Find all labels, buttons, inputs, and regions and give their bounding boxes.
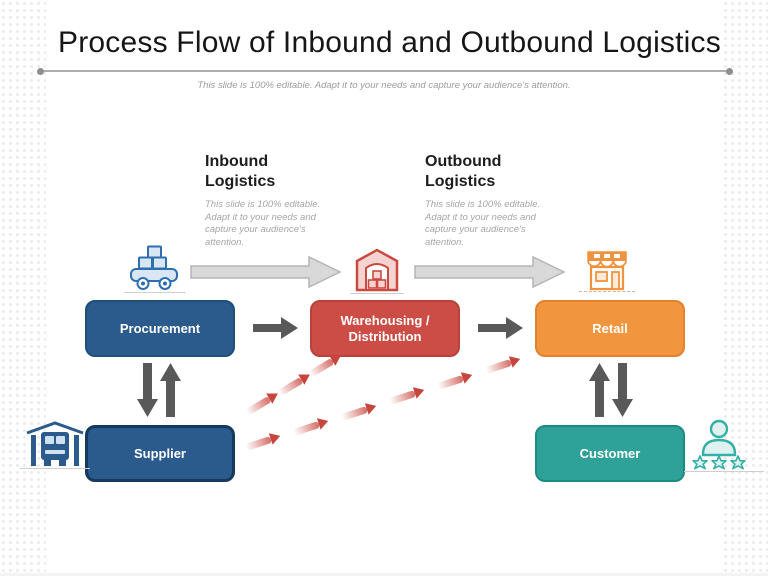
inbound-flow-arrow bbox=[190, 255, 342, 289]
page-title: Process Flow of Inbound and Outbound Log… bbox=[58, 26, 721, 59]
dashed-arrow-supplier-retail bbox=[484, 353, 523, 376]
dashed-arrow-supplier-warehousing bbox=[276, 369, 313, 398]
outbound-logistics-heading: Outbound Logistics bbox=[425, 153, 502, 190]
ground-line bbox=[579, 291, 635, 292]
dashed-arrow-supplier-retail bbox=[436, 369, 475, 392]
ground-line bbox=[350, 293, 404, 294]
dashed-arrow-supplier-retail bbox=[244, 430, 283, 453]
node-warehousing-label: Warehousing / Distribution bbox=[340, 312, 430, 344]
title-divider bbox=[37, 67, 733, 75]
node-customer-label: Customer bbox=[579, 445, 641, 461]
storefront-icon bbox=[587, 251, 627, 291]
node-warehousing: Warehousing / Distribution bbox=[310, 300, 460, 357]
outbound-logistics-caption: This slide is 100% editable. Adapt it to… bbox=[425, 199, 541, 248]
loading-dock-truck-icon bbox=[26, 421, 84, 466]
dashed-arrow-supplier-retail bbox=[292, 415, 331, 438]
dot-grid-left bbox=[0, 0, 46, 576]
arrow-warehousing-to-retail bbox=[478, 317, 523, 339]
dashed-arrow-supplier-warehousing bbox=[244, 388, 281, 417]
cargo-truck-icon bbox=[130, 245, 178, 290]
slide-subtitle: This slide is 100% editable. Adapt it to… bbox=[197, 80, 571, 91]
ground-line bbox=[20, 468, 90, 469]
node-retail-label: Retail bbox=[592, 320, 628, 336]
warehouse-icon bbox=[355, 248, 399, 292]
person-with-stars-icon bbox=[692, 419, 746, 470]
ground-line bbox=[684, 471, 764, 472]
node-customer: Customer bbox=[535, 425, 685, 482]
arrow-procurement-to-warehousing bbox=[253, 317, 298, 339]
inbound-logistics-caption: This slide is 100% editable. Adapt it to… bbox=[205, 199, 321, 248]
node-procurement: Procurement bbox=[85, 300, 235, 357]
outbound-flow-arrow bbox=[414, 255, 566, 289]
inbound-logistics-heading: Inbound Logistics bbox=[205, 153, 276, 190]
divider-dot-right bbox=[726, 67, 733, 75]
divider-dot-left bbox=[37, 67, 44, 75]
dashed-arrow-supplier-retail bbox=[340, 400, 379, 423]
double-arrow-retail-customer bbox=[589, 363, 633, 417]
node-supplier: Supplier bbox=[85, 425, 235, 482]
ground-line bbox=[124, 292, 186, 293]
dashed-arrow-supplier-retail bbox=[388, 384, 427, 407]
double-arrow-procurement-supplier bbox=[137, 363, 181, 417]
dot-grid-right bbox=[722, 0, 768, 576]
node-retail: Retail bbox=[535, 300, 685, 357]
bottom-edge bbox=[0, 573, 768, 576]
node-procurement-label: Procurement bbox=[119, 320, 201, 336]
node-supplier-label: Supplier bbox=[133, 445, 186, 461]
